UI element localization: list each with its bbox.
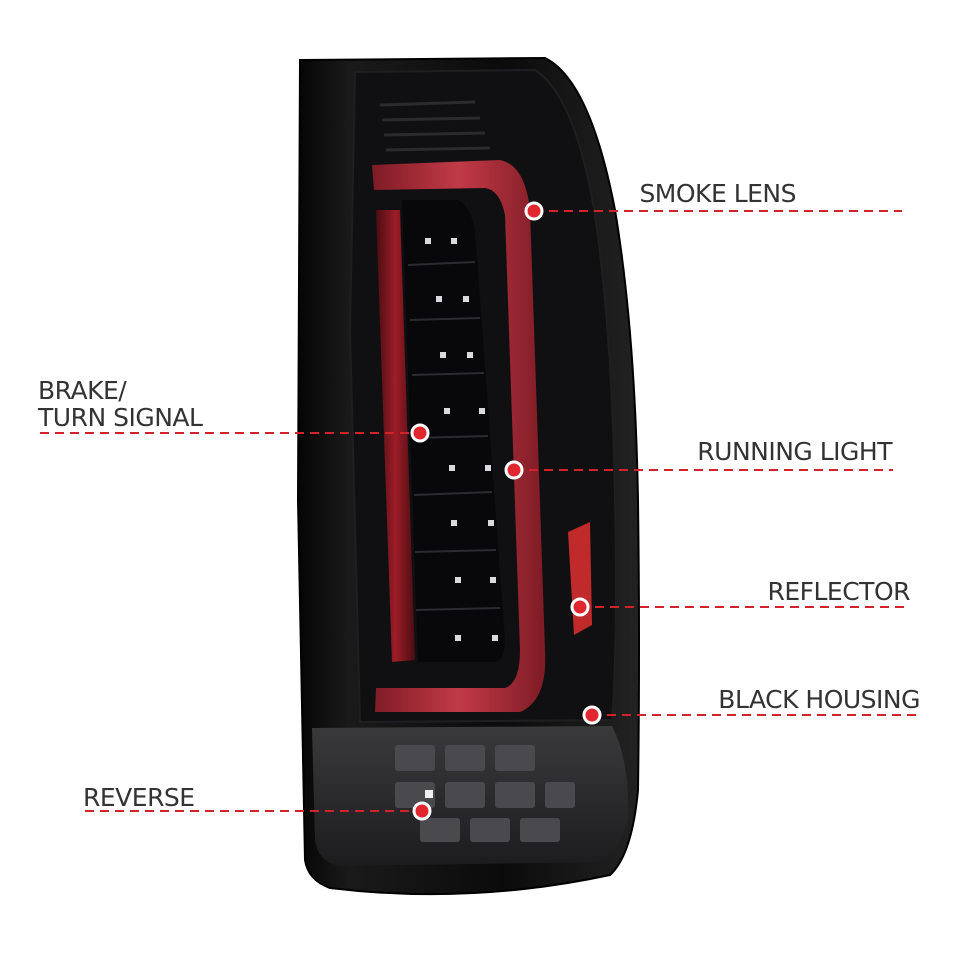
top-vent-lines [379,100,491,152]
led-dots [425,238,498,641]
reverse-label: REVERSE [83,783,195,812]
smoke-lens-dot [524,201,544,221]
led-panel [402,200,505,662]
black-housing-dot [582,705,602,725]
black-housing-label: BLACK HOUSING [718,685,920,714]
reverse-dot [412,801,432,821]
reflector-label: REFLECTOR [767,577,910,606]
callout-dots [410,201,602,821]
brake-turn-strip [376,210,415,662]
reverse-led-lit [425,790,433,798]
running-light-dot [504,460,524,480]
led-rows [407,261,501,611]
brake-turn-label-line1: BRAKE/ [38,376,127,405]
brake-turn-dot [410,423,430,443]
smoke-lens-label: SMOKE LENS [639,179,796,208]
brake-turn-label-line2: TURN SIGNAL [38,403,203,432]
reflector-dot [570,597,590,617]
reverse-led-grid [395,745,575,842]
callout-lines [40,210,920,812]
running-light-label: RUNNING LIGHT [697,437,892,466]
